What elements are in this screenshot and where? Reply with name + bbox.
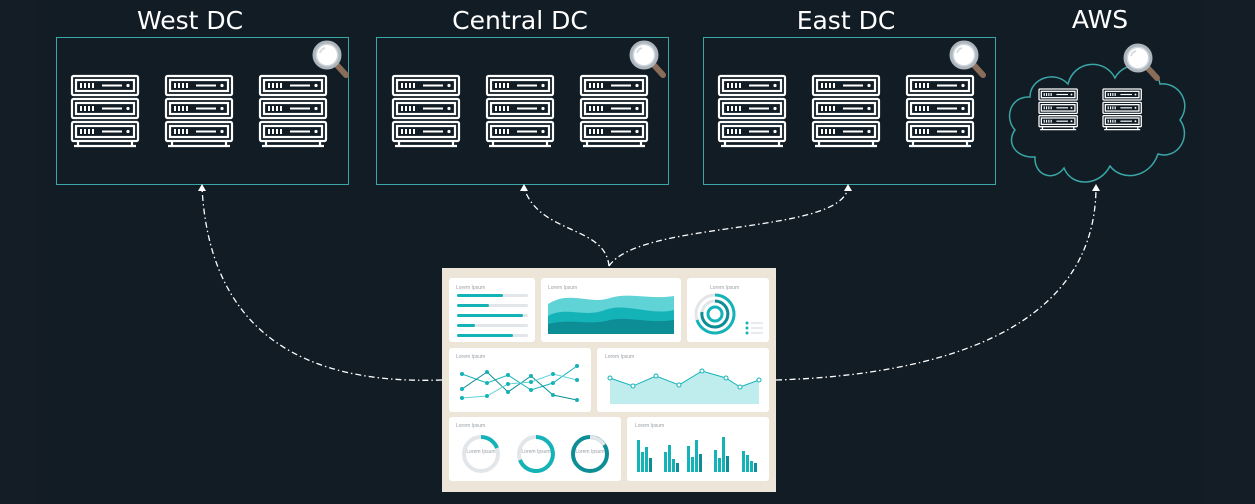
server-rack-icon xyxy=(905,74,975,148)
magnifier-icon[interactable] xyxy=(314,42,346,75)
connector-aws xyxy=(775,187,1097,381)
server-rack-icon xyxy=(579,74,649,148)
magnifier-icon[interactable] xyxy=(631,42,663,75)
server-rack-icon xyxy=(258,74,328,148)
server-rack-icon xyxy=(1038,88,1078,131)
central-dc-box xyxy=(376,37,669,185)
cloud-icon xyxy=(1008,63,1186,183)
east-dc-label: East DC xyxy=(796,6,896,35)
west-dc-box xyxy=(56,37,349,185)
server-rack-icon xyxy=(1102,88,1142,131)
server-rack-icon xyxy=(70,74,140,148)
connector-central xyxy=(523,187,610,267)
server-rack-icon xyxy=(164,74,234,148)
panel-title: Lorem Ipsum xyxy=(635,423,664,429)
dashboard: Lorem Ipsum Lorem Ipsum Lorem Ipsum Lore… xyxy=(442,268,776,492)
panel-title: Lorem Ipsum xyxy=(548,285,577,291)
magnifier-icon[interactable] xyxy=(1125,45,1157,78)
connector-east xyxy=(608,187,849,267)
panel-title: Lorem Ipsum xyxy=(605,354,634,360)
server-rack-icon xyxy=(811,74,881,148)
server-rack-icon xyxy=(485,74,555,148)
central-dc-label: Central DC xyxy=(452,6,588,35)
panel-title: Lorem Ipsum xyxy=(456,423,485,429)
server-rack-icon xyxy=(717,74,787,148)
aws-label: AWS xyxy=(1071,5,1129,34)
donut-label: Lorem Ipsum xyxy=(575,449,604,455)
west-dc-label: West DC xyxy=(136,6,244,35)
donut-label: Lorem Ipsum xyxy=(521,449,550,455)
server-rack-icon xyxy=(391,74,461,148)
connector-west xyxy=(201,187,443,381)
panel-title: Lorem Ipsum xyxy=(456,354,485,360)
panel-title: Lorem Ipsum xyxy=(456,285,485,291)
east-dc-box xyxy=(703,37,996,185)
magnifier-icon[interactable] xyxy=(951,42,983,75)
panel-title: Lorem Ipsum xyxy=(710,285,739,291)
donut-label: Lorem Ipsum xyxy=(466,449,495,455)
